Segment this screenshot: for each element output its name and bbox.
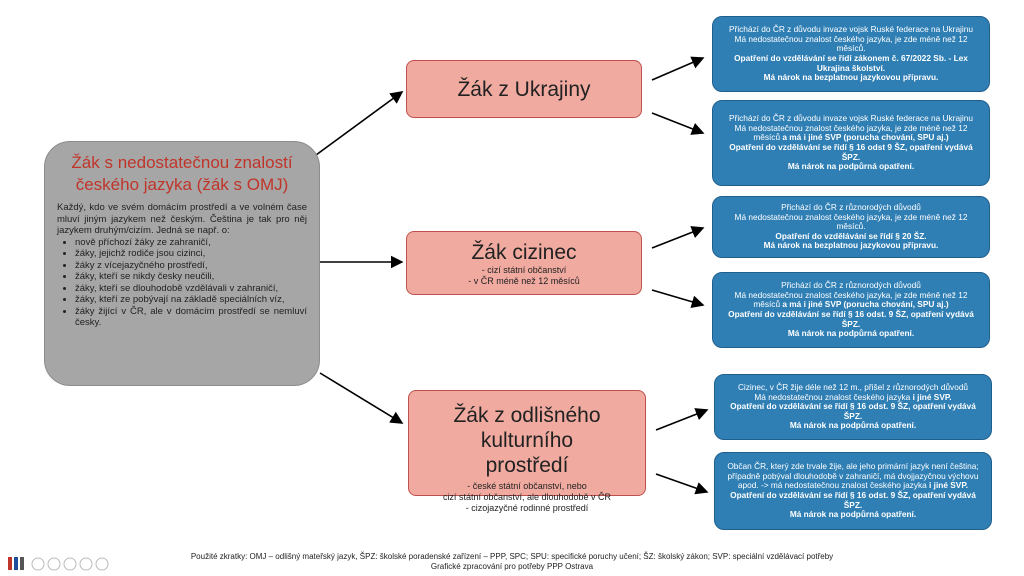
r1-measure: Opatření do vzdělávání se řídí zákonem č… <box>734 53 968 73</box>
arrow-cizinec-to-r3 <box>651 226 705 249</box>
culture-sub1: - české státní občanství, nebo <box>467 481 587 491</box>
r5-line2: Má nedostatečnou znalost českého jazyka <box>754 391 911 402</box>
list-item: nově příchozí žáky ze zahraničí, <box>75 237 307 249</box>
zoom-icon <box>79 557 93 571</box>
r1-line1: Přichází do ČR z důvodu invaze vojsk Rus… <box>729 24 973 35</box>
r3-measure: Opatření do vzdělávání se řídí § 20 ŠZ. <box>775 230 927 241</box>
slideshow-controls <box>8 557 109 571</box>
culture-sub3: - cizojazyčné rodinné prostředí <box>465 503 589 513</box>
r2-line1: Přichází do ČR z důvodu invaze vojsk Rus… <box>729 113 973 124</box>
r2-measure: Opatření do vzdělávání se řídí § 16 odst… <box>729 142 973 162</box>
list-item: žáky, kteří ze pobývají na základě speci… <box>75 294 307 306</box>
ukraine-case-language-box: Přichází do ČR z důvodu invaze vojsk Rus… <box>712 16 990 92</box>
main-list: nově příchozí žáky ze zahraničí, žáky, j… <box>57 237 307 329</box>
logo-icon <box>8 557 24 570</box>
ukraine-case-svp-box: Přichází do ČR z důvodu invaze vojsk Rus… <box>712 100 990 186</box>
r4-line2-wrap: Má nedostatečnou znalost českého jazyka,… <box>721 289 981 310</box>
r6-entitlement: Má nárok na podpůrná opatření. <box>789 509 917 520</box>
next-icon <box>47 557 61 571</box>
r2-line2-bold: a má i jiné SVP (porucha chování, SPU aj… <box>780 132 949 143</box>
footer: Použité zkratky: OMJ – odlišný mateřský … <box>0 552 1024 572</box>
pen-icon <box>63 557 77 571</box>
abbreviations-note: Použité zkratky: OMJ – odlišný mateřský … <box>190 552 834 561</box>
r6-line1: Občan ČR, který zde trvale žije, ale jeh… <box>727 461 979 491</box>
culture-student-box: Žák z odlišného kulturního prostředí - č… <box>408 390 646 513</box>
arrow-kultura-to-r6 <box>655 473 709 495</box>
list-item: žáky žijící v ČR, ale v domácím prostřed… <box>75 306 307 329</box>
culture-sub2: cizí státní občanství, ale dlouhodobě v … <box>442 492 612 502</box>
r5-line2-wrap: Má nedostatečnou znalost českého jazyka … <box>723 391 983 403</box>
list-item: žáky, kteří se dlouhodobě vzdělávali v z… <box>75 283 307 295</box>
foreigner-sub2: - v ČR méně než 12 měsíců <box>468 276 580 286</box>
r4-line1: Přichází do ČR z různorodých důvodů <box>781 280 921 291</box>
foreigner-case-language-box: Přichází do ČR z různorodých důvodů Má n… <box>712 196 990 258</box>
arrow-main-to-kultura <box>319 372 404 424</box>
arrow-cizinec-to-r4 <box>651 289 705 308</box>
ukraine-student-box: Žák z Ukrajiny <box>406 60 642 118</box>
r5-line1: Cizinec, v ČR žije déle než 12 m., přiše… <box>737 382 969 393</box>
arrow-ukraine-to-r2 <box>651 112 705 135</box>
culture-title: Žák z odlišného kulturního prostředí <box>453 404 601 477</box>
r6-line1-wrap: Občan ČR, který zde trvale žije, ale jeh… <box>723 461 983 491</box>
list-item: žáky, kteří se nikdy česky neučili, <box>75 271 307 283</box>
r5-entitlement: Má nárok na podpůrná opatření. <box>789 420 917 431</box>
r2-entitlement: Má nárok na podpůrná opatření. <box>787 161 915 172</box>
ukraine-title: Žák z Ukrajiny <box>457 77 591 101</box>
arrow-ukraine-to-r1 <box>651 56 705 81</box>
r6-measure: Opatření do vzdělávání se řídí § 16 odst… <box>730 490 976 510</box>
foreigner-title: Žák cizinec <box>471 241 577 264</box>
r5-line2-bold: i jiné SVP. <box>910 391 952 402</box>
foreigner-sub1: - cizí státní občanství <box>481 265 567 275</box>
r5-measure: Opatření do vzdělávání se řídí § 16 odst… <box>730 401 976 421</box>
r4-line2-bold: a má i jiné SVP (porucha chování, SPU aj… <box>780 299 949 310</box>
r2-line2-wrap: Má nedostatečnou znalost českého jazyka,… <box>721 122 981 143</box>
r4-entitlement: Má nárok na podpůrná opatření. <box>787 328 915 339</box>
main-title: Žák s nedostatečnou znalostí českého jaz… <box>71 153 293 194</box>
foreigner-student-box: Žák cizinec - cizí státní občanství - v … <box>406 231 642 295</box>
r3-line2: Má nedostatečnou znalost českého jazyka,… <box>734 211 968 232</box>
credit-note: Grafické zpracování pro potřeby PPP Ostr… <box>430 562 594 571</box>
r4-measure: Opatření do vzdělávání se řídí § 16 odst… <box>728 309 974 329</box>
main-description: Každý, kdo ve svém domácím prostředí a v… <box>57 202 307 236</box>
r1-entitlement: Má nárok na bezplatnou jazykovou příprav… <box>763 72 939 83</box>
more-icon <box>95 557 109 571</box>
r3-line1: Přichází do ČR z různorodých důvodů <box>781 202 921 213</box>
r6-line1-bold: i jiné SVP. <box>926 480 969 491</box>
r2-line2: Má nedostatečnou znalost českého jazyka,… <box>734 122 968 143</box>
main-definition-box: Žák s nedostatečnou znalostí českého jaz… <box>44 141 320 386</box>
foreigner-case-svp-box: Přichází do ČR z různorodých důvodů Má n… <box>712 272 990 348</box>
list-item: žáky, jejichž rodiče jsou cizinci, <box>75 248 307 260</box>
r4-line2: Má nedostatečnou znalost českého jazyka,… <box>734 289 968 310</box>
r3-entitlement: Má nárok na bezplatnou jazykovou příprav… <box>763 240 939 251</box>
culture-citizen-box: Občan ČR, který zde trvale žije, ale jeh… <box>714 452 992 530</box>
arrow-main-to-ukraine <box>315 91 404 156</box>
culture-foreigner-box: Cizinec, v ČR žije déle než 12 m., přiše… <box>714 374 992 440</box>
r1-line2: Má nedostatečnou znalost českého jazyka,… <box>734 33 968 54</box>
arrow-kultura-to-r5 <box>655 408 709 431</box>
list-item: žáky z vícejazyčného prostředí, <box>75 260 307 272</box>
previous-icon <box>31 557 45 571</box>
